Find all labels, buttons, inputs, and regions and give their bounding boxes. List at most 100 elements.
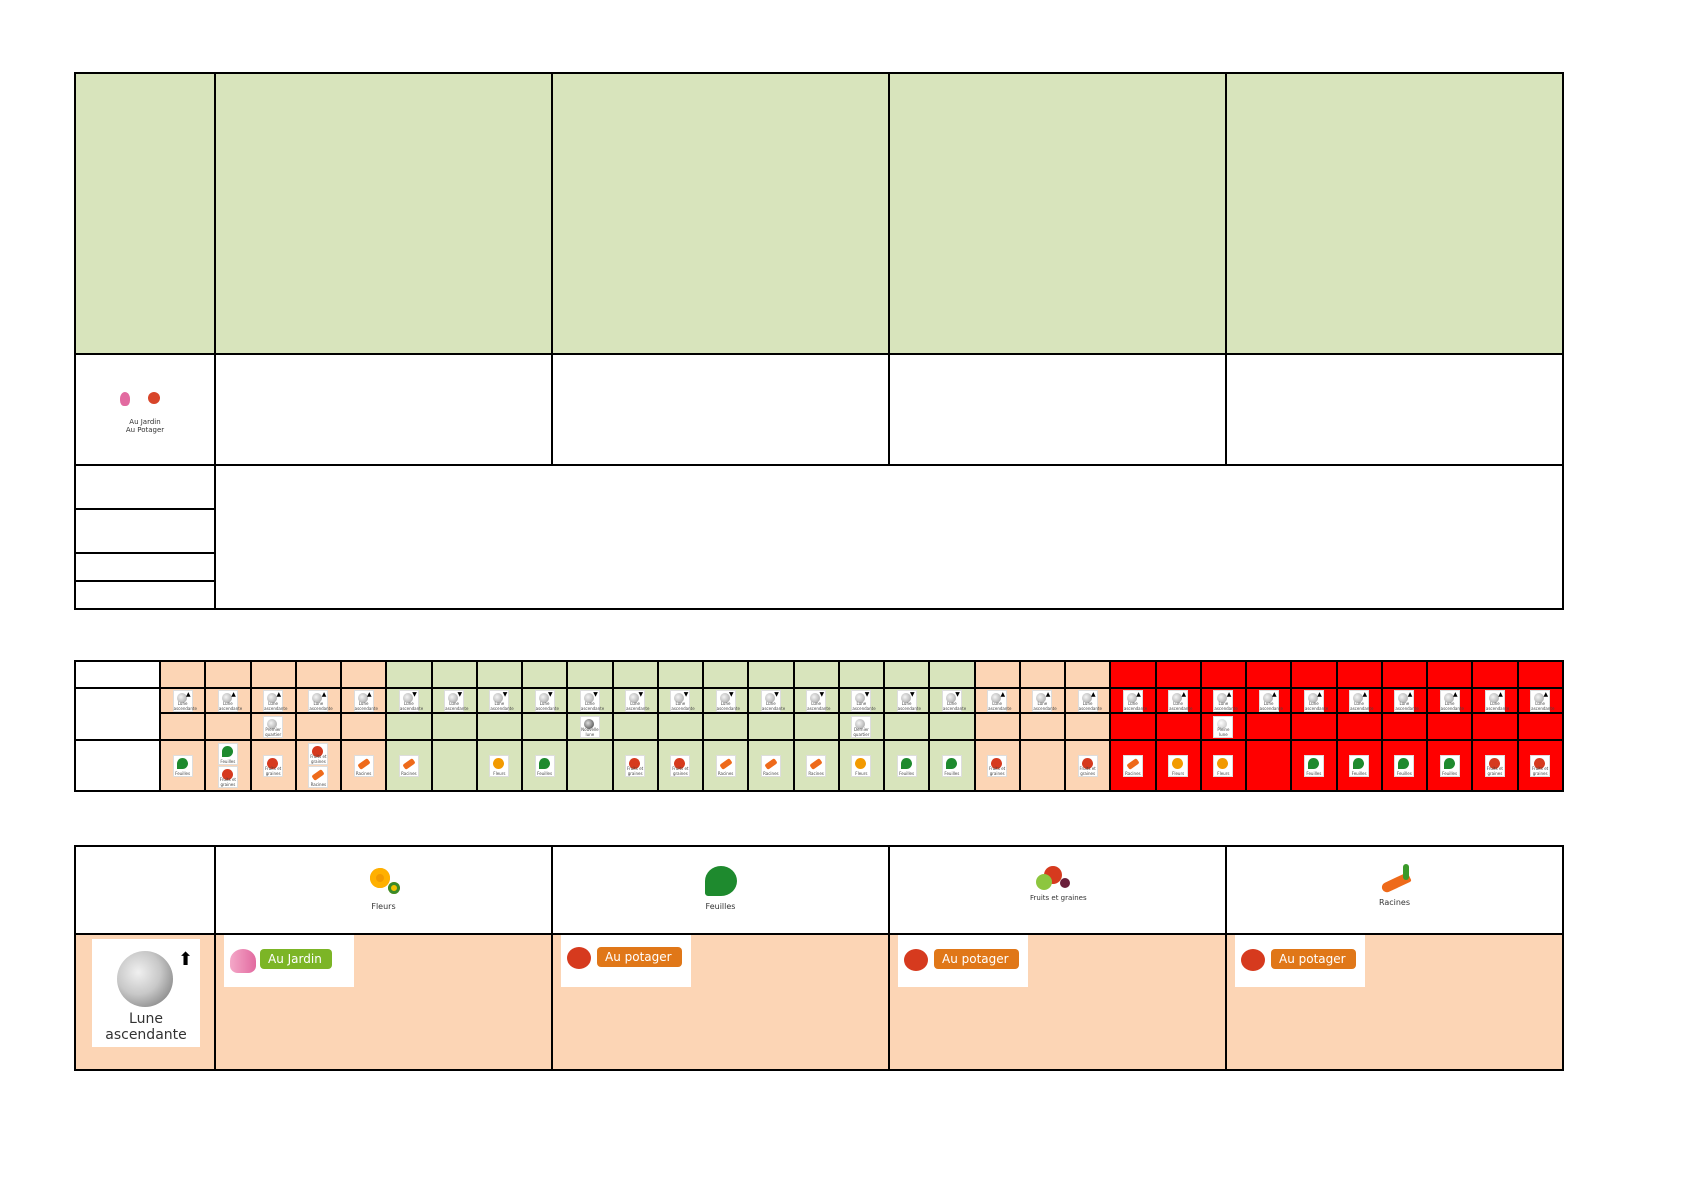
day-type-chip: Feuilles (534, 754, 555, 777)
day-type-cell: Feuilles (1380, 739, 1429, 792)
moon-direction-chip: Lune ascendante▼ (851, 689, 876, 712)
vegetable-icon (1241, 949, 1265, 971)
chip-label: Fruits et graines (310, 754, 327, 764)
root-icon (764, 757, 778, 770)
moon-icon (629, 692, 640, 703)
moon-cell: Lune ascendante▼ (566, 687, 614, 714)
moon-icon (1398, 692, 1409, 703)
day-type-cell (1244, 739, 1293, 792)
day-header-cell (1109, 660, 1157, 689)
content-cell (551, 353, 890, 466)
moon-cell: Lune ascendante▲ (1380, 687, 1429, 714)
day-type-chip: Feuilles (1349, 754, 1370, 777)
moon-icon (674, 692, 685, 703)
day-header-cell (294, 660, 343, 689)
moon-direction-chip: Lune ascendante▼ (806, 689, 830, 712)
header-cell (551, 72, 890, 355)
day-type-cell: Fruits et graines (1516, 739, 1564, 792)
chip-label: Fleurs (1172, 770, 1185, 776)
day-type-cell: Feuilles (1425, 739, 1474, 792)
day-type-chip: Fleurs (851, 754, 872, 777)
day-type-chip: Fleurs (489, 754, 510, 777)
arrow-up-icon: ▲ (1272, 690, 1277, 698)
arrow-up-icon: ▲ (1362, 690, 1368, 698)
moon-icon (538, 692, 549, 703)
potager-badge: Au potager (561, 935, 691, 987)
moon-cell: Lune ascendante▲ (158, 687, 207, 714)
phase-cell (611, 712, 659, 741)
day-header-cell (249, 660, 297, 689)
day-header-cell (1471, 660, 1519, 689)
fruit-icon (1081, 757, 1093, 769)
chip-label: Fruits et graines (219, 777, 236, 787)
moon-direction-chip: Lune ascendante▼ (715, 689, 740, 712)
chip-label: Fruits et graines (1079, 765, 1096, 776)
chip-label: Racines (310, 782, 327, 787)
flower-icon (1217, 757, 1229, 769)
phase-cell (1290, 712, 1338, 741)
moon-direction-chip: Lune ascendante▲ (1394, 689, 1419, 712)
day-type-cell: Fleurs (837, 739, 886, 792)
arrow-down-icon: ▼ (774, 690, 779, 698)
day-header-cell (611, 660, 659, 689)
moon-icon (448, 692, 459, 703)
arrow-up-icon: ▲ (186, 690, 191, 698)
chip-label: Fleurs (1217, 770, 1230, 776)
fruit-icon (221, 769, 233, 780)
moon-icon (267, 692, 278, 703)
arrow-down-icon: ▼ (548, 690, 553, 698)
legend-table: Fleurs Feuilles Fruits et graines Racine… (74, 845, 1564, 1071)
arrow-up-icon: ▲ (367, 690, 372, 698)
phase-cell (385, 712, 433, 741)
leaf-icon (176, 757, 188, 769)
moon-direction-chip: Lune ascendante▼ (896, 689, 921, 712)
moon-cell: Lune ascendante▼ (656, 687, 705, 714)
phase-cell (520, 712, 569, 741)
leaf-icon (945, 757, 957, 769)
chip-label: Fruits et graines (988, 765, 1006, 776)
legend-header-fruits: Fruits et graines (888, 845, 1227, 935)
day-type-cell: Feuilles (928, 739, 976, 792)
moon-icon (176, 692, 187, 703)
moon-direction-chip: Lune ascendante▼ (670, 689, 695, 712)
moon-direction-chip: Lune ascendante▲ (1258, 689, 1283, 712)
arrow-up-icon: ▲ (1453, 690, 1458, 698)
arrow-up-icon: ▲ (1226, 690, 1232, 698)
arrow-down-icon: ▼ (955, 690, 960, 698)
chip-label: Lune ascendante (1214, 700, 1238, 711)
content-cell (214, 353, 553, 466)
day-header-cell (1063, 660, 1112, 689)
phase-cell (1335, 712, 1383, 741)
fruit-icon (1534, 757, 1546, 769)
root-icon (1126, 757, 1140, 770)
chip-label: Racines (808, 770, 824, 776)
moon-icon (221, 692, 232, 703)
moon-cell: Lune ascendante▼ (430, 687, 478, 714)
header-cell (1225, 72, 1564, 355)
moon-cell: Lune ascendante▲ (1109, 687, 1157, 714)
potager-badge: Au potager (898, 935, 1028, 987)
day-header-cell (520, 660, 569, 689)
day-type-chip: Racines (308, 766, 329, 788)
phase-cell (430, 712, 478, 741)
arrow-down-icon: ▼ (683, 690, 689, 698)
moon-direction-chip: Lune ascendante▲ (1484, 689, 1509, 712)
chip-label: Lune ascendante (218, 700, 243, 711)
moon-icon (945, 692, 956, 703)
moon-cell: Lune ascendante▼ (611, 687, 659, 714)
day-type-chip: Racines (1122, 754, 1143, 777)
moon-icon (1307, 692, 1318, 703)
day-type-chip: Fruits et graines (670, 754, 691, 777)
chip-label: Racines (355, 770, 372, 776)
moon-direction-chip: Lune ascendante▲ (1349, 689, 1373, 712)
moon-direction-chip: Lune ascendante▼ (444, 689, 468, 712)
moon-cell: Lune ascendante▲ (1425, 687, 1474, 714)
arrow-down-icon: ▼ (864, 690, 870, 698)
day-type-cell: Feuilles (1290, 739, 1338, 792)
moon-cell: Lune ascendante▼ (928, 687, 976, 714)
phase-cell: Dernier quartier (837, 712, 886, 741)
moon-icon (583, 692, 594, 703)
